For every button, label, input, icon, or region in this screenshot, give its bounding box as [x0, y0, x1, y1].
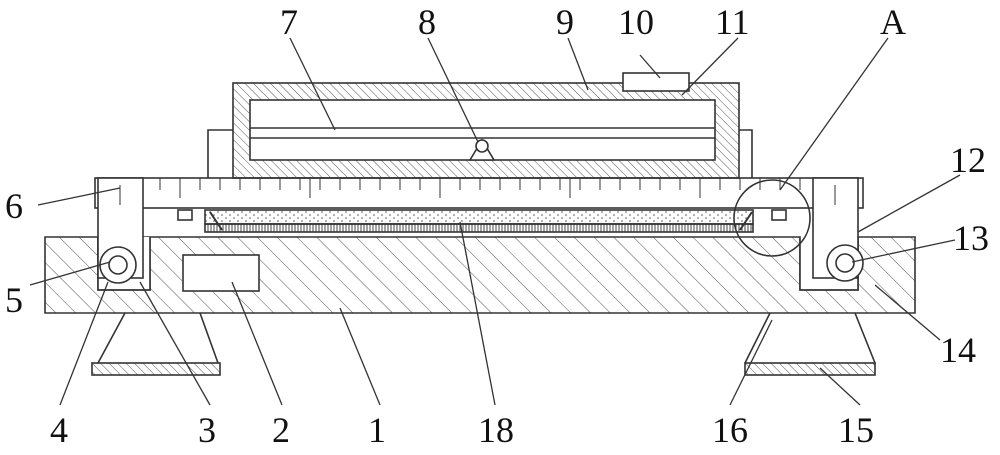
label-9: 9 — [556, 2, 574, 42]
label-6: 6 — [5, 186, 23, 226]
label-18: 18 — [478, 410, 514, 450]
ruler-plate — [94, 177, 864, 209]
left-foot-leg — [97, 312, 219, 364]
label-11: 11 — [715, 2, 750, 42]
top-button — [622, 72, 690, 92]
label-16: 16 — [712, 410, 748, 450]
label-7: 7 — [280, 2, 298, 42]
lamp — [475, 139, 489, 153]
base-strip — [204, 223, 754, 233]
label-5: 5 — [5, 280, 23, 320]
right-roller-inner — [835, 253, 855, 273]
label-4: 4 — [50, 410, 68, 450]
part-labels: 7 8 9 10 11 A 6 12 13 5 14 4 3 2 1 18 16… — [5, 2, 989, 450]
label-15: 15 — [838, 410, 874, 450]
base-body — [44, 236, 916, 314]
leader-lines — [29, 37, 961, 406]
label-13: 13 — [953, 218, 989, 258]
left-foot-pad — [91, 362, 221, 376]
label-12: 12 — [950, 140, 986, 180]
label-3: 3 — [198, 410, 216, 450]
pad-strip — [204, 209, 754, 225]
inner-bar — [250, 127, 715, 139]
right-foot-leg — [744, 312, 876, 364]
right-foot-pad — [744, 362, 876, 376]
label-10: 10 — [618, 2, 654, 42]
label-a: A — [880, 2, 906, 42]
control-box — [182, 254, 260, 292]
label-8: 8 — [418, 2, 436, 42]
label-2: 2 — [272, 410, 290, 450]
label-1: 1 — [368, 410, 386, 450]
left-roller-inner — [108, 255, 128, 275]
detail-circle-a — [733, 179, 811, 257]
label-14: 14 — [940, 330, 976, 370]
